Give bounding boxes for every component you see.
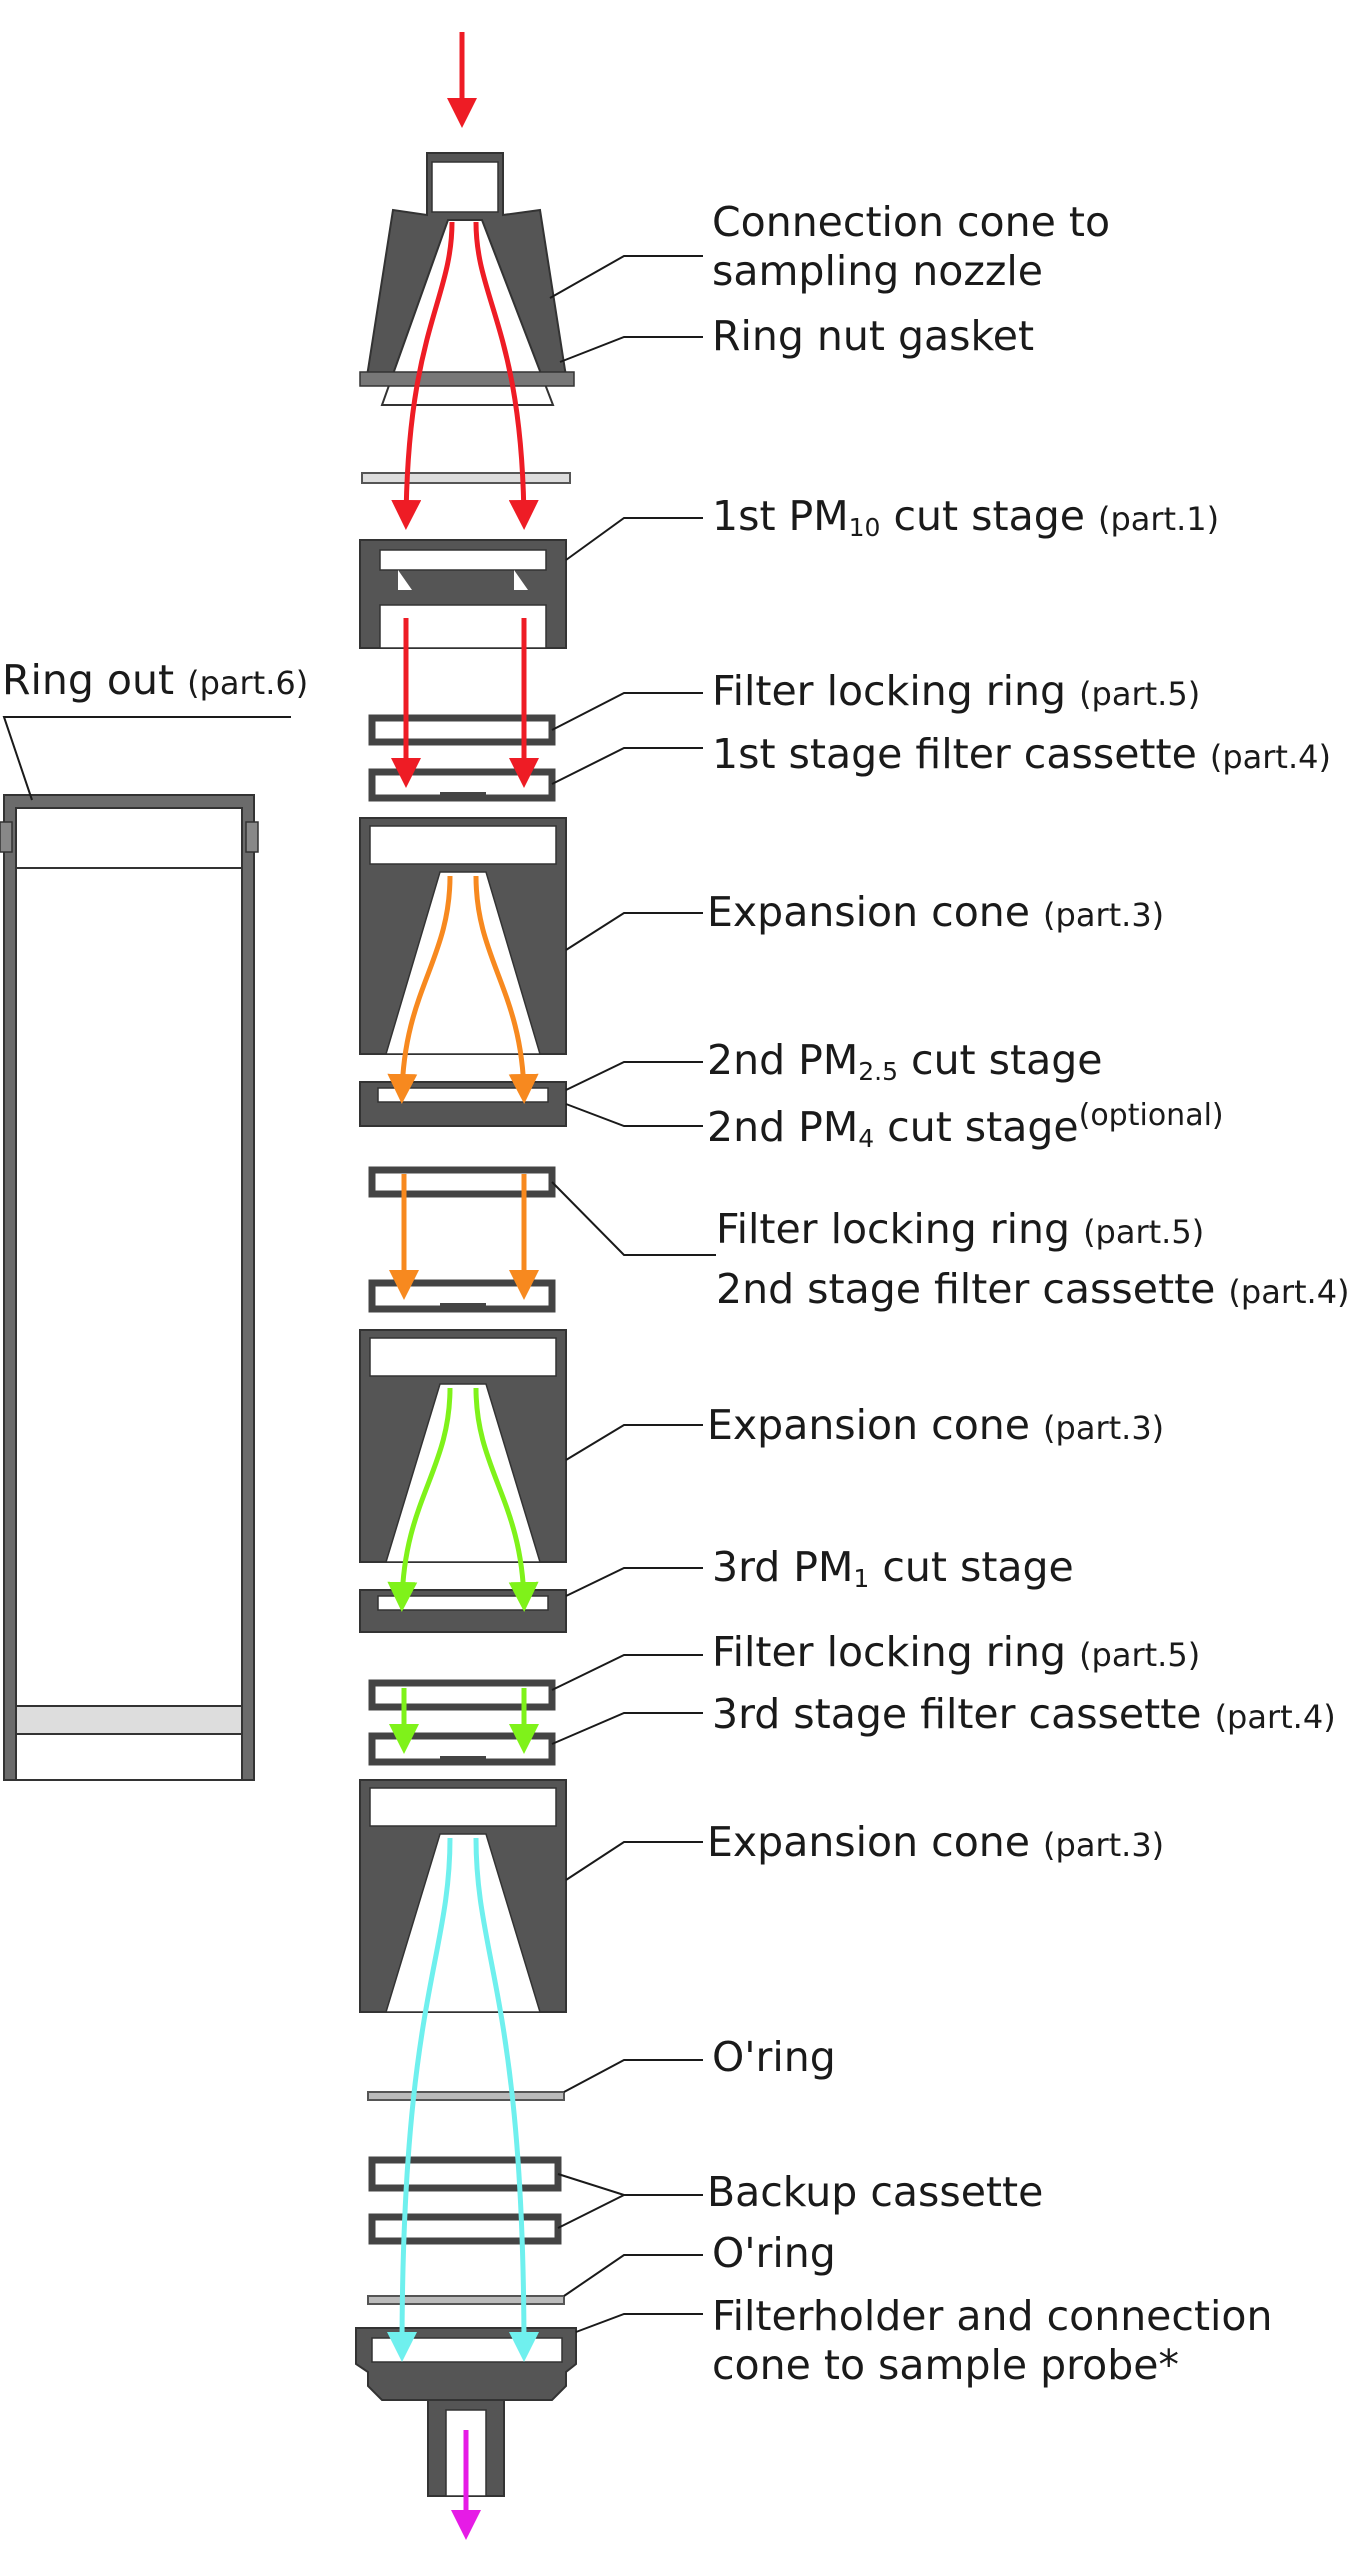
label-filter-cassette-1-note: (part.4) <box>1209 738 1331 776</box>
oring-2-part <box>367 2295 565 2305</box>
label-filter-ring-1-text: Filter locking ring <box>712 667 1080 715</box>
label-filter-ring-3-text: Filter locking ring <box>712 1628 1080 1676</box>
backup-cassette-2-part <box>368 2213 562 2245</box>
label-pm4-stage-sub: 4 <box>858 1124 875 1153</box>
label-filter-cassette-3: 3rd stage filter cassette (part.4) <box>712 1690 1336 1739</box>
label-filter-ring-1-note: (part.5) <box>1079 675 1201 713</box>
label-pm4-stage: 2nd PM4 cut stage(optional) <box>707 1098 1224 1154</box>
oring-1-part <box>367 2091 565 2101</box>
label-oring-1: O'ring <box>712 2033 836 2081</box>
label-pm1-stage-sub: 1 <box>853 1564 870 1593</box>
label-filter-cassette-3-text: 3rd stage filter cassette <box>712 1690 1215 1738</box>
expansion-cone-1-part <box>359 817 567 1055</box>
label-pm4-stage-sup: (optional) <box>1078 1098 1224 1133</box>
pm25-stage-part <box>359 1081 567 1127</box>
pm25-flow-arrows <box>387 1387 539 1754</box>
label-pm1-stage: 3rd PM1 cut stage <box>712 1543 1074 1594</box>
label-expansion-cone-1: Expansion cone (part.3) <box>707 888 1164 937</box>
impactor-diagram <box>0 32 716 2540</box>
label-filter-cassette-2: 2nd stage filter cassette (part.4) <box>716 1265 1350 1314</box>
label-filter-ring-2-note: (part.5) <box>1083 1213 1205 1251</box>
label-expansion-cone-3: Expansion cone (part.3) <box>707 1818 1164 1867</box>
label-filter-cassette-2-text: 2nd stage filter cassette <box>716 1265 1229 1313</box>
label-filter-cassette-1: 1st stage filter cassette (part.4) <box>712 730 1331 779</box>
label-expansion-cone-1-text: Expansion cone <box>707 888 1044 936</box>
inlet-flow-arrows <box>391 32 539 788</box>
label-filterholder-line1: Filterholder and connection <box>712 2292 1273 2340</box>
label-connection-cone-line1: Connection cone to <box>712 198 1111 246</box>
label-expansion-cone-2-note: (part.3) <box>1043 1409 1165 1447</box>
label-filter-cassette-1-text: 1st stage filter cassette <box>712 730 1210 778</box>
label-expansion-cone-2: Expansion cone (part.3) <box>707 1401 1164 1450</box>
label-ring-out: Ring out (part.6) <box>2 656 308 705</box>
label-ring-out-note: (part.6) <box>187 664 309 702</box>
label-pm10-stage-note: (part.1) <box>1097 500 1220 538</box>
pm10-flow-arrows <box>387 875 539 1300</box>
label-pm25-stage-post: cut stage <box>898 1036 1103 1084</box>
label-pm10-stage: 1st PM10 cut stage (part.1) <box>712 492 1219 543</box>
label-filterholder: Filterholder and connection cone to samp… <box>712 2292 1273 2390</box>
connection-cone-part <box>359 152 575 406</box>
pm1-stage-part <box>359 1589 567 1633</box>
label-pm4-stage-post: cut stage <box>874 1103 1079 1151</box>
ring-nut-gasket-part <box>361 472 571 484</box>
label-ring-nut-gasket: Ring nut gasket <box>712 312 1035 360</box>
leader-lines <box>549 255 716 2333</box>
expansion-cone-3-part <box>359 1779 567 2013</box>
label-filter-cassette-3-note: (part.4) <box>1214 1698 1336 1736</box>
label-pm10-stage-pre: 1st PM <box>712 492 849 540</box>
label-backup-cassette: Backup cassette <box>707 2168 1044 2216</box>
ring-out-part <box>0 794 259 1781</box>
label-pm4-stage-pre: 2nd PM <box>707 1103 859 1151</box>
label-expansion-cone-1-note: (part.3) <box>1043 896 1165 934</box>
label-filterholder-line2: cone to sample probe* <box>712 2341 1179 2390</box>
label-filter-ring-2: Filter locking ring (part.5) <box>716 1205 1204 1254</box>
label-pm25-stage: 2nd PM2.5 cut stage <box>707 1036 1102 1087</box>
pm10-stage-part <box>359 539 567 649</box>
label-pm1-stage-pre: 3rd PM <box>712 1543 854 1591</box>
label-connection-cone: Connection cone to sampling nozzle <box>712 198 1110 296</box>
label-pm10-stage-sub: 10 <box>848 513 881 542</box>
label-filter-cassette-2-note: (part.4) <box>1228 1273 1350 1311</box>
label-expansion-cone-3-note: (part.3) <box>1043 1826 1165 1864</box>
label-filter-ring-3-note: (part.5) <box>1079 1636 1201 1674</box>
label-pm10-stage-post: cut stage <box>880 492 1098 540</box>
label-connection-cone-line2: sampling nozzle <box>712 247 1044 296</box>
label-pm25-stage-pre: 2nd PM <box>707 1036 859 1084</box>
label-filter-ring-3: Filter locking ring (part.5) <box>712 1628 1200 1677</box>
label-oring-2: O'ring <box>712 2229 836 2277</box>
ring-out-leader <box>2 716 291 801</box>
label-filter-ring-1: Filter locking ring (part.5) <box>712 667 1200 716</box>
pm1-flow-arrows <box>387 1837 539 2362</box>
label-pm25-stage-sub: 2.5 <box>858 1057 898 1086</box>
label-filter-ring-2-text: Filter locking ring <box>716 1205 1084 1253</box>
label-expansion-cone-3-text: Expansion cone <box>707 1818 1044 1866</box>
label-pm1-stage-post: cut stage <box>869 1543 1074 1591</box>
expansion-cone-2-part <box>359 1329 567 1563</box>
label-ring-out-text: Ring out <box>2 656 188 704</box>
label-expansion-cone-2-text: Expansion cone <box>707 1401 1044 1449</box>
backup-cassette-1-part <box>368 2156 562 2192</box>
